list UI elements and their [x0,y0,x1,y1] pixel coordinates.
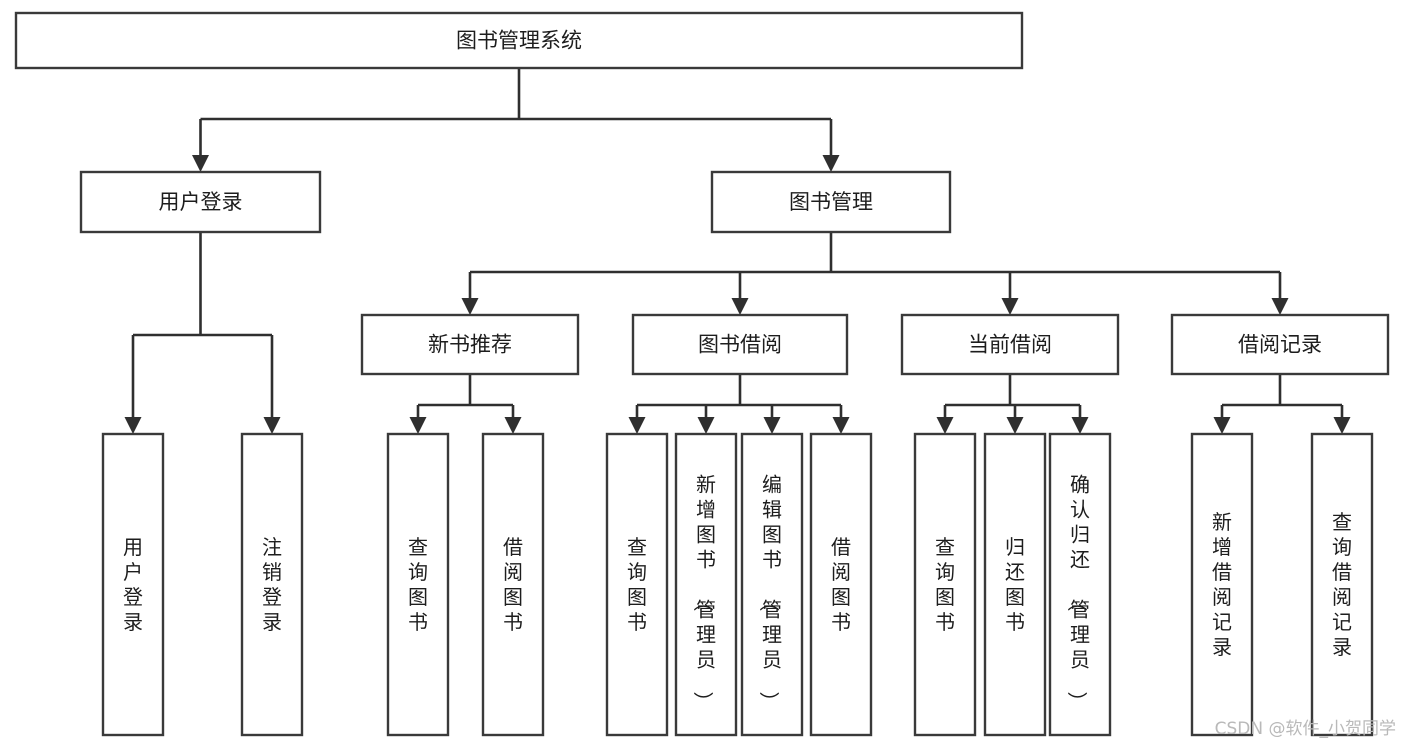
arrow-head-icon [124,417,142,434]
node-leaf-11-新增借阅记录-label: 新增借阅记录 [1212,510,1232,659]
node-leaf-7-借阅图书[interactable] [809,432,873,737]
node-leaf-1-注销登录-label: 注销登录 [262,535,282,634]
arrow-head-icon [1071,417,1089,434]
arrow-head-icon [409,417,427,434]
node-leaf-7-借阅图书-label: 借阅图书 [831,535,851,634]
arrow-head-icon [822,155,840,172]
arrow-head-icon [1001,298,1019,315]
node-leaf-2-查询图书[interactable] [386,432,450,737]
node-leaf-5-新增图书（管理员）-label: 新增图书（管理员） [691,473,716,712]
node-l2-图书管理-label: 图书管理 [789,190,873,214]
arrow-head-icon [192,155,209,172]
arrow-head-icon [1213,417,1231,434]
arrow-head-icon [461,298,479,315]
node-l2-图书管理[interactable] [710,170,952,234]
node-leaf-8-查询图书[interactable] [913,432,977,737]
node-root-图书管理系统-label: 图书管理系统 [456,29,582,53]
node-leaf-4-查询图书[interactable] [605,432,669,737]
arrow-head-icon [628,417,646,434]
node-leaf-10-确认归还（管理员）[interactable] [1048,432,1112,737]
node-leaf-6-编辑图书（管理员）[interactable] [740,432,804,737]
node-l3-图书借阅[interactable] [631,313,849,376]
csdn-watermark: CSDN @软件_小贺同学 [1215,719,1396,739]
node-l3-新书推荐-label: 新书推荐 [428,333,512,357]
node-leaf-12-查询借阅记录-label: 查询借阅记录 [1332,510,1352,659]
node-l3-新书推荐[interactable] [360,313,580,376]
node-leaf-2-查询图书-label: 查询图书 [408,535,428,634]
node-l3-借阅记录-label: 借阅记录 [1238,333,1322,357]
node-l2-用户登录-label: 用户登录 [159,190,243,214]
node-l3-当前借阅-label: 当前借阅 [968,333,1052,357]
node-l3-借阅记录[interactable] [1170,313,1390,376]
arrow-head-icon [697,417,715,434]
connector-layer [124,68,1351,434]
arrow-head-icon [936,417,954,434]
node-l3-图书借阅-label: 图书借阅 [698,333,782,357]
node-leaf-0-用户登录-label: 用户登录 [123,535,143,634]
node-leaf-12-查询借阅记录[interactable] [1310,432,1374,737]
node-l2-用户登录[interactable] [79,170,322,234]
node-leaf-9-归还图书-label: 归还图书 [1005,535,1025,634]
node-root-图书管理系统[interactable] [14,11,1024,70]
node-leaf-4-查询图书-label: 查询图书 [627,535,647,634]
node-leaf-3-借阅图书-label: 借阅图书 [503,535,523,634]
arrow-head-icon [1271,298,1289,315]
node-leaf-9-归还图书[interactable] [983,432,1047,737]
node-leaf-10-确认归还（管理员）-label: 确认归还（管理员） [1065,473,1090,712]
arrow-head-icon [504,417,522,434]
node-layer: 图书管理系统用户登录图书管理新书推荐图书借阅当前借阅借阅记录用户登录注销登录查询… [14,11,1390,737]
arrow-head-icon [763,417,781,434]
node-leaf-3-借阅图书[interactable] [481,432,545,737]
arrow-head-icon [263,417,281,434]
node-leaf-5-新增图书（管理员）[interactable] [674,432,738,737]
node-leaf-8-查询图书-label: 查询图书 [935,535,955,634]
arrow-head-icon [731,298,749,315]
node-leaf-1-注销登录[interactable] [240,432,304,737]
node-leaf-11-新增借阅记录[interactable] [1190,432,1254,737]
arrow-head-icon [1006,417,1024,434]
node-l3-当前借阅[interactable] [900,313,1120,376]
node-leaf-6-编辑图书（管理员）-label: 编辑图书（管理员） [757,473,782,712]
arrow-head-icon [832,417,850,434]
node-leaf-0-用户登录[interactable] [101,432,165,737]
arrow-head-icon [1333,417,1351,434]
